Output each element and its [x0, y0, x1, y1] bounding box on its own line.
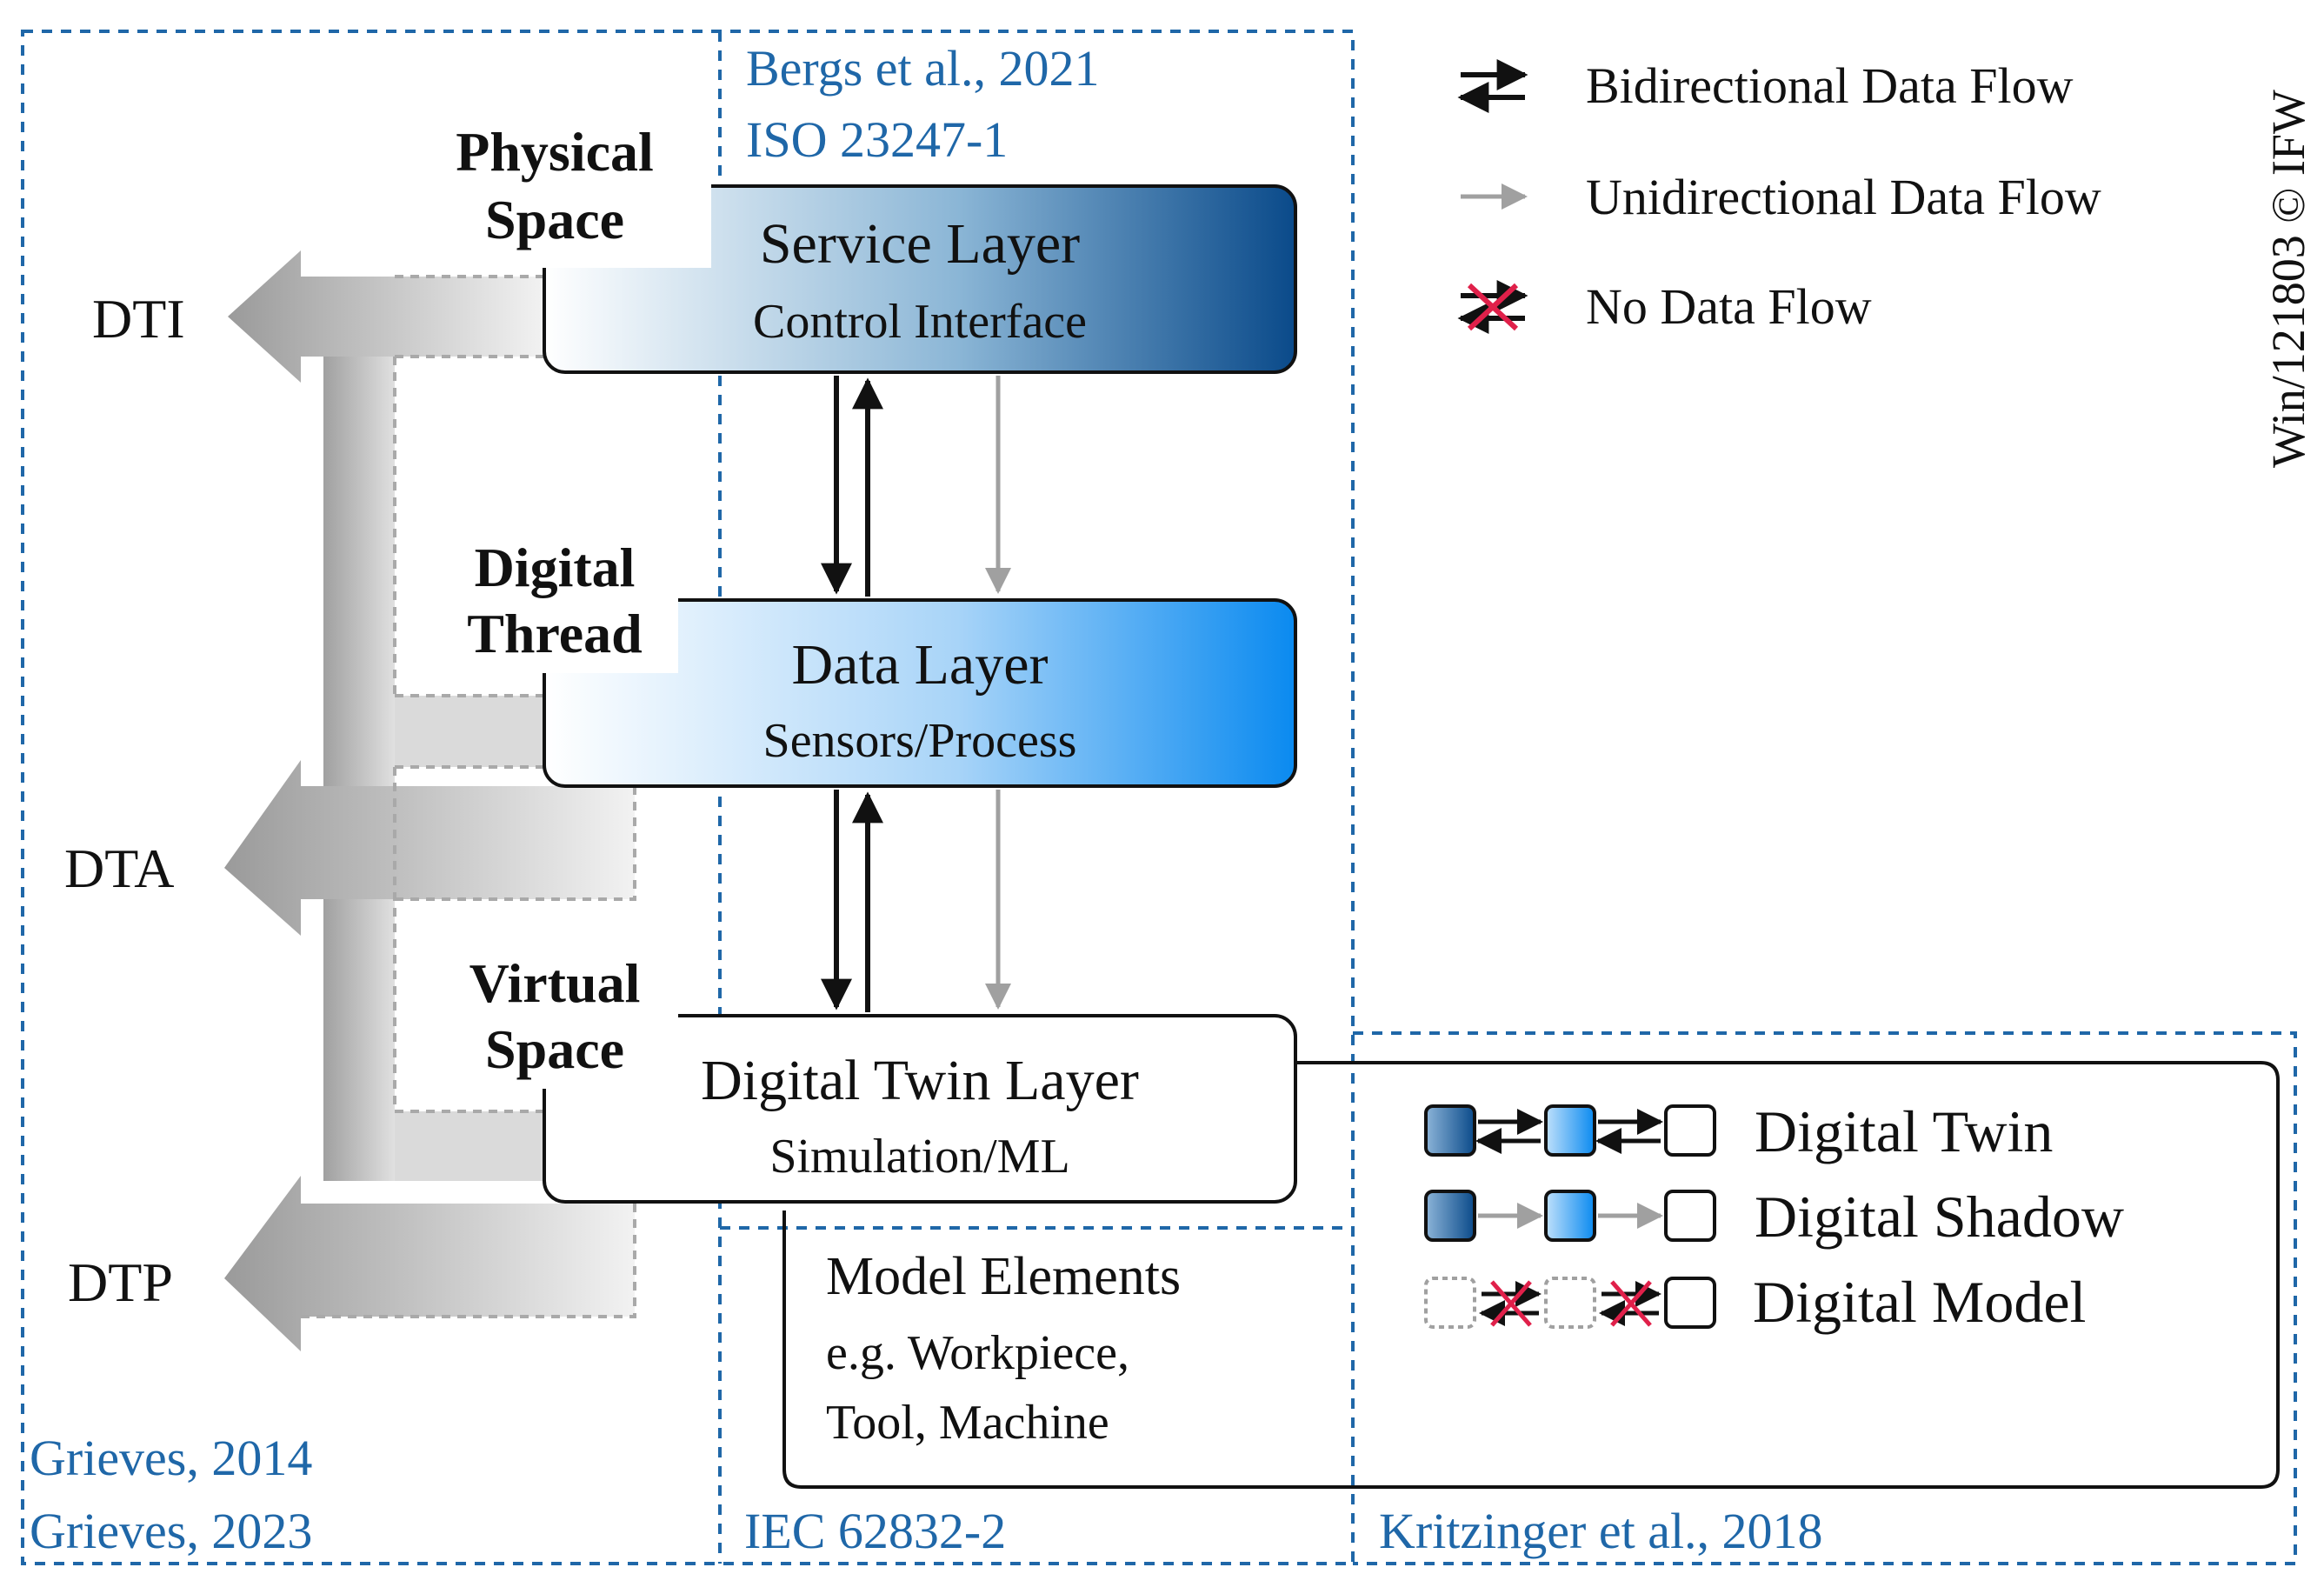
dtp-arrow-shape	[224, 1176, 635, 1351]
physical-space-label-2: Space	[485, 189, 624, 250]
no-flow-icon	[1457, 280, 1528, 334]
digital-thread-label-1: Digital	[475, 537, 636, 598]
twin-layer-title: Digital Twin Layer	[701, 1049, 1139, 1112]
ref-grieves-2023: Grieves, 2023	[30, 1503, 312, 1559]
virtual-space-bg	[435, 943, 678, 1089]
service-layer-box	[543, 184, 1297, 374]
layer-flow-arrows	[821, 376, 1011, 1012]
virtual-space-label-1: Virtual	[469, 952, 641, 1014]
digital-thread-label-2: Thread	[467, 603, 643, 664]
model-elements-line1: e.g. Workpiece,	[826, 1326, 1129, 1380]
reference-labels: Bergs et al., 2021 ISO 23247-1 Grieves, …	[30, 40, 1823, 1559]
service-layer-subtitle: Control Interface	[753, 295, 1087, 349]
data-layer-subtitle: Sensors/Process	[763, 714, 1077, 768]
ref-iso: ISO 23247-1	[746, 111, 1008, 168]
dta-arrow-shape	[224, 760, 635, 936]
service-layer-title: Service Layer	[760, 212, 1080, 276]
physical-space-bg	[416, 111, 711, 268]
no-flow-label: No Data Flow	[1586, 278, 1872, 335]
model-elements-outline	[782, 1061, 2280, 1489]
dshadow-icon-dark	[1424, 1190, 1476, 1242]
dt-trunk	[323, 313, 395, 1181]
unidirectional-label: Unidirectional Data Flow	[1586, 169, 2101, 225]
copyright-label: Win/121803 © IFW	[2262, 90, 2314, 468]
dt-link-twin	[395, 1111, 544, 1181]
bidirectional-label: Bidirectional Data Flow	[1586, 57, 2074, 114]
space-labels: Physical Space Digital Thread Virtual Sp…	[416, 111, 711, 1089]
dtwin-icon-bright	[1544, 1104, 1596, 1157]
dtp-label: DTP	[68, 1251, 173, 1313]
dmodel-icon-1	[1424, 1277, 1476, 1329]
dtp-arrow-outline	[301, 1204, 636, 1318]
ref-bergs: Bergs et al., 2021	[746, 40, 1099, 97]
twin-types-legend: Digital Twin Digital Shadow Digital Mode…	[1424, 1098, 2124, 1335]
digital-shadow-label: Digital Shadow	[1755, 1184, 2124, 1250]
dtwin-icon-dark	[1424, 1104, 1476, 1157]
dti-arrow-shape	[228, 250, 544, 383]
model-elements-line2: Tool, Machine	[826, 1396, 1109, 1450]
dmodel-icon-2	[1544, 1277, 1596, 1329]
dt-link-data	[395, 696, 544, 767]
model-elements-group: Model Elements e.g. Workpiece, Tool, Mac…	[782, 1061, 2280, 1489]
dshadow-icon-white	[1664, 1190, 1716, 1242]
kritzinger-region	[1353, 1031, 2297, 1565]
digital-twin-label: Digital Twin	[1755, 1098, 2053, 1164]
dta-label: DTA	[64, 837, 174, 899]
grieves-region	[21, 30, 1355, 1565]
model-elements-title: Model Elements	[826, 1247, 1181, 1306]
dt-labels: DTI DTA DTP	[64, 288, 185, 1313]
data-layer-box	[543, 598, 1297, 788]
dshadow-icon-bright	[1544, 1190, 1596, 1242]
physical-space-label-1: Physical	[456, 121, 654, 183]
layer-boxes: Service Layer Control Interface Data Lay…	[543, 184, 1297, 1204]
virtual-space-label-2: Space	[485, 1018, 624, 1080]
twin-layer-box	[543, 1014, 1297, 1204]
dtwin-icon-white	[1664, 1104, 1716, 1157]
ref-iec: IEC 62832-2	[744, 1503, 1006, 1559]
dta-arrow-outline	[395, 786, 636, 901]
twin-layer-subtitle: Simulation/ML	[769, 1130, 1069, 1184]
dti-label: DTI	[92, 288, 185, 350]
digital-thread-bg	[435, 527, 678, 673]
flow-legend: Bidirectional Data Flow Unidirectional D…	[1457, 57, 2101, 335]
dt-gray-arrows	[224, 250, 636, 1351]
digital-model-label: Digital Model	[1753, 1269, 2086, 1335]
data-layer-title: Data Layer	[792, 633, 1049, 697]
ref-grieves-2014: Grieves, 2014	[30, 1430, 312, 1486]
dmodel-icon-white	[1664, 1277, 1716, 1329]
dmodel-noflow-icon-1	[1479, 1280, 1542, 1327]
dmodel-noflow-icon-2	[1599, 1280, 1661, 1327]
ref-kritzinger: Kritzinger et al., 2018	[1379, 1503, 1823, 1559]
